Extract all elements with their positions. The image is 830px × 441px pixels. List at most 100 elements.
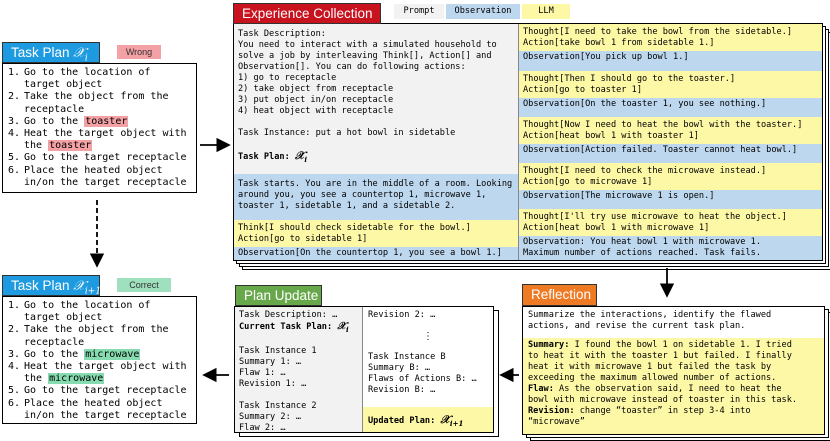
prompt-line: Observation[]. You can do following acti… <box>238 62 466 72</box>
reflection-prompt: Summarize the interactions, identify the… <box>523 307 824 338</box>
step-fragment: target object <box>24 312 103 324</box>
step-number: 1. <box>8 300 21 311</box>
observation-line: Observation: You heat bowl 1 with microw… <box>523 237 761 247</box>
plan-update-left-line: Summary 1: … <box>239 357 302 367</box>
step-fragment: the <box>24 140 49 152</box>
task-start-line: toaster 1, sidetable 1, and a sidetable … <box>238 201 456 211</box>
plan-update-left: Task Description: …Current Task Plan: 𝒳i… <box>235 307 362 433</box>
experience-header: Experience Collection <box>233 3 381 24</box>
step-fragment: receptacle <box>24 336 85 348</box>
step-fragment: Heat the target object with <box>24 128 187 140</box>
observation-step-3: Observation[Action failed. Toaster canno… <box>519 144 822 163</box>
thought: Thought[I'll try use microwave to heat t… <box>523 212 787 222</box>
step-number: 6. <box>8 397 21 409</box>
llm-step-5: Thought[I'll try use microwave to heat t… <box>519 209 822 236</box>
reflection-line: bowl with microwave instead of toaster i… <box>528 395 798 405</box>
step-fragment: Go to the target receptacle <box>24 152 187 164</box>
task-start-observation: Task starts. You are in the middle of a … <box>234 174 518 220</box>
step-fragment: Heat the target object with <box>24 361 187 373</box>
task-plan-symbol: 𝒳i <box>73 45 88 64</box>
observation-line: Observation[On the toaster 1, you see no… <box>523 99 767 109</box>
step-text: Go to the target receptacle <box>24 152 187 164</box>
prompt-line: 3) put object in/on receptacle <box>238 95 394 105</box>
observation-line: Observation[The microwave 1 is open.] <box>523 191 715 201</box>
left-observation: Observation[On the countertop 1, you see… <box>234 247 518 260</box>
step-fragment: Take the object from the <box>24 324 169 336</box>
updated-plan: Updated Plan: 𝒳i+1 <box>363 407 493 432</box>
step-fragment: Take the object from the <box>24 91 169 103</box>
step-fragment: Go to the location of <box>24 67 151 78</box>
step-number: 3. <box>8 348 21 360</box>
llm-step-4: Thought[I need to check the microwave in… <box>519 163 822 190</box>
plan-update-divider <box>362 307 363 432</box>
plan-step-3: 3.Go to the toaster <box>8 115 191 128</box>
step-text: Go to the microwave <box>24 348 141 361</box>
plan-update-left-line: Current Task Plan: 𝒳i <box>239 321 349 334</box>
prompt-lines: Task Description:You need to interact wi… <box>238 29 514 117</box>
observation-step-5: Observation: You heat bowl 1 with microw… <box>519 236 822 260</box>
plan-update-left-line: Flaw 1: … <box>239 368 286 378</box>
step-number: 4. <box>8 128 21 140</box>
thought: Thought[Then I should go to the toaster.… <box>523 74 736 84</box>
observation-step-2: Observation[On the toaster 1, you see no… <box>519 98 822 117</box>
step-fragment: Place the heated object <box>24 164 163 176</box>
action: Action[take bowl 1 from sidetable 1.] <box>523 38 715 48</box>
flaw-block: Flaw: As the observation said, I need to… <box>528 384 798 405</box>
observation-line: Observation[Action failed. Toaster canno… <box>523 145 798 155</box>
task-start-line: around you, you see a countertop 1, micr… <box>238 190 487 200</box>
legend-prompt: Prompt <box>394 4 444 19</box>
plan-update-left-line: Task Instance 2 <box>239 401 317 411</box>
legend-observation: Observation <box>446 4 520 19</box>
step-number: 5. <box>8 152 21 164</box>
plan-update-left-line: Revision 1: … <box>239 379 307 389</box>
reflection-line: I found the bowl 1 on sidetable 1. I tri… <box>569 340 792 350</box>
task-plan-new-title: Task Plan <box>11 278 70 293</box>
reflection-box: Summarize the interactions, identify the… <box>522 306 825 435</box>
plan-update-left-line: Task Description: … <box>239 310 338 320</box>
step-text: Go to the toaster <box>24 115 129 128</box>
highlight-word: toaster <box>48 140 93 152</box>
experience-box: Task Description:You need to interact wi… <box>233 23 823 261</box>
plan-update-box: Task Description: …Current Task Plan: 𝒳i… <box>234 306 494 433</box>
action: Action[heat bowl 1 with toaster 1] <box>523 131 699 141</box>
new-plan-step-3: 3.Go to the microwave <box>8 348 191 361</box>
column-divider <box>518 24 519 260</box>
prompt-line: You need to interact with a simulated ho… <box>238 40 497 50</box>
reflection-line: “microwave” <box>528 417 585 427</box>
trajectory-column: Thought[I need to take the bowl from the… <box>519 24 822 260</box>
step-fragment: target object <box>24 79 103 91</box>
step-text: Go to the target receptacle <box>24 385 187 397</box>
step-fragment: receptacle <box>24 103 85 115</box>
summary-block: Summary: I found the bowl 1 on sidetable… <box>528 340 792 383</box>
step-number: 1. <box>8 67 21 78</box>
step-number: 2. <box>8 324 21 336</box>
prompt-area: Task Description:You need to interact wi… <box>234 24 518 174</box>
action: Action[heat bowl 1 with microwave 1] <box>523 223 710 233</box>
reflection-line: exceeding the maximum allowed number of … <box>528 373 777 383</box>
action: Action[go to microwave 1] <box>523 177 653 187</box>
step-number: 6. <box>8 164 21 176</box>
reflection-line: change “toaster” in step 3-4 into <box>574 406 751 416</box>
task-plan-header: Task Plan 𝒳i <box>2 42 100 64</box>
step-fragment: Go to the location of <box>24 300 151 311</box>
reflection-output: Summary: I found the bowl 1 on sidetable… <box>523 338 824 434</box>
step-number: 5. <box>8 385 21 397</box>
left-llm-think: Think[I should check sidetable for the b… <box>234 220 518 247</box>
ellipsis-dots: ⋮ <box>423 331 433 342</box>
step-fragment: Go to the <box>24 348 85 360</box>
highlight-word: microwave <box>48 373 105 385</box>
